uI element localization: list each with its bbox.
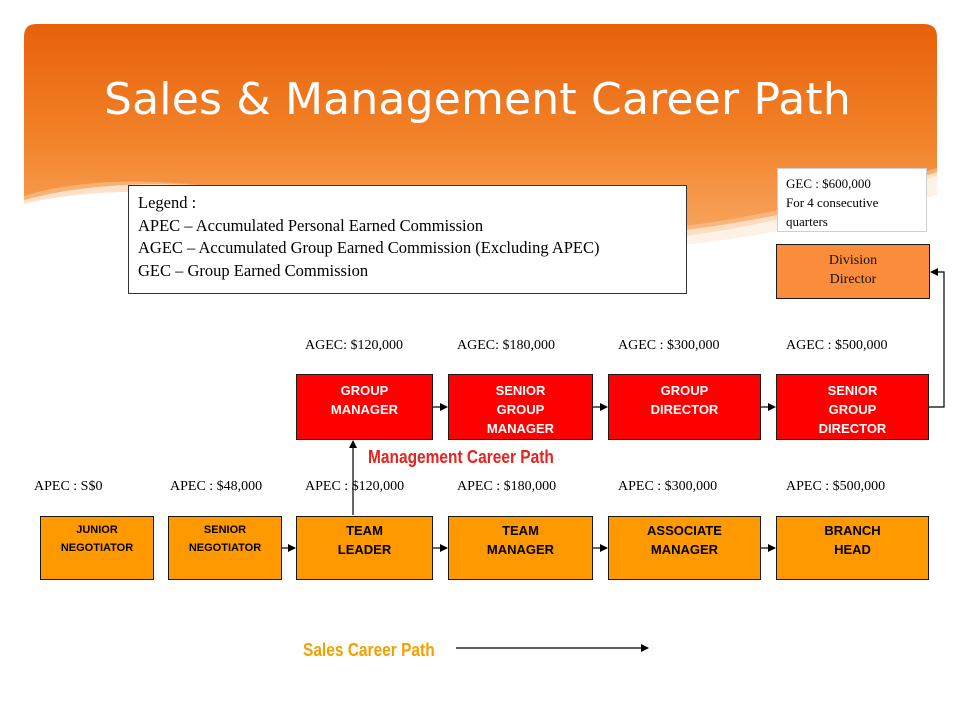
apec-threshold-junior-negotiator: APEC : S$0 [34, 479, 103, 494]
senior-group-director-box: SENIOR GROUP DIRECTOR [776, 374, 929, 440]
senior-negotiator-box: SENIOR NEGOTIATOR [168, 516, 282, 580]
group-manager-box: GROUP MANAGER [296, 374, 433, 440]
senior-group-director-line-3: DIRECTOR [818, 421, 887, 436]
page-title: Sales & Management Career Path [104, 74, 851, 125]
legend-line-apec: APEC – Accumulated Personal Earned Commi… [138, 215, 484, 235]
agec-threshold-senior-group-manager: AGEC: $180,000 [457, 338, 555, 353]
team-manager-box: TEAM MANAGER [448, 516, 593, 580]
legend-line-agec: AGEC – Accumulated Group Earned Commissi… [138, 238, 600, 257]
apec-threshold-associate-manager: APEC : $300,000 [618, 479, 718, 494]
division-director-line-2: Director [829, 272, 877, 287]
gec-note-line-2: For 4 consecutive [786, 195, 879, 210]
group-manager-line-2: MANAGER [330, 402, 399, 417]
gec-note-line-1: GEC : $600,000 [786, 176, 871, 191]
agec-threshold-group-manager: AGEC: $120,000 [305, 338, 403, 353]
senior-group-manager-line-1: SENIOR [495, 383, 546, 398]
apec-threshold-team-leader: APEC : $120,000 [305, 479, 405, 494]
management-career-path-label: Management Career Path [368, 447, 554, 467]
senior-group-manager-line-2: GROUP [496, 402, 545, 417]
team-leader-box: TEAM LEADER [296, 516, 433, 580]
group-manager-line-1: GROUP [340, 383, 389, 398]
apec-threshold-team-manager: APEC : $180,000 [457, 479, 557, 494]
team-leader-line-2: LEADER [337, 542, 392, 557]
group-director-box: GROUP DIRECTOR [608, 374, 761, 440]
senior-group-manager-line-3: MANAGER [486, 421, 555, 436]
branch-head-line-2: HEAD [834, 542, 871, 557]
legend-line-gec: GEC – Group Earned Commission [138, 260, 369, 280]
team-manager-line-2: MANAGER [486, 542, 555, 557]
legend-heading: Legend : [138, 193, 197, 212]
branch-head-line-1: BRANCH [824, 523, 881, 538]
branch-head-box: BRANCH HEAD [776, 516, 929, 580]
associate-manager-line-2: MANAGER [650, 542, 719, 557]
group-director-line-2: DIRECTOR [650, 402, 719, 417]
senior-group-manager-box: SENIOR GROUP MANAGER [448, 374, 593, 440]
arrow-senior-group-director-to-division-director [929, 268, 945, 408]
senior-group-director-line-1: SENIOR [827, 383, 878, 398]
senior-negotiator-line-2: NEGOTIATOR [188, 542, 262, 554]
sales-career-path-label: Sales Career Path [303, 640, 435, 660]
legend-box: Legend : APEC – Accumulated Personal Ear… [128, 185, 687, 294]
division-director-line-1: Division [828, 253, 878, 268]
junior-negotiator-line-1: JUNIOR [76, 524, 118, 536]
division-director-box: Division Director [776, 244, 930, 299]
team-leader-line-1: TEAM [346, 523, 383, 538]
senior-negotiator-line-1: SENIOR [203, 524, 247, 536]
senior-group-director-line-2: GROUP [828, 402, 877, 417]
apec-threshold-senior-negotiator: APEC : $48,000 [170, 479, 263, 494]
agec-threshold-senior-group-director: AGEC : $500,000 [786, 338, 888, 353]
agec-threshold-group-director: AGEC : $300,000 [618, 338, 720, 353]
gec-requirement-note: GEC : $600,000 For 4 consecutive quarter… [777, 168, 927, 232]
group-director-line-1: GROUP [660, 383, 709, 398]
associate-manager-line-1: ASSOCIATE [647, 523, 722, 538]
apec-threshold-branch-head: APEC : $500,000 [786, 479, 886, 494]
junior-negotiator-box: JUNIOR NEGOTIATOR [40, 516, 154, 580]
gec-note-line-3: quarters [786, 214, 828, 229]
team-manager-line-1: TEAM [502, 523, 539, 538]
junior-negotiator-line-2: NEGOTIATOR [60, 542, 134, 554]
associate-manager-box: ASSOCIATE MANAGER [608, 516, 761, 580]
